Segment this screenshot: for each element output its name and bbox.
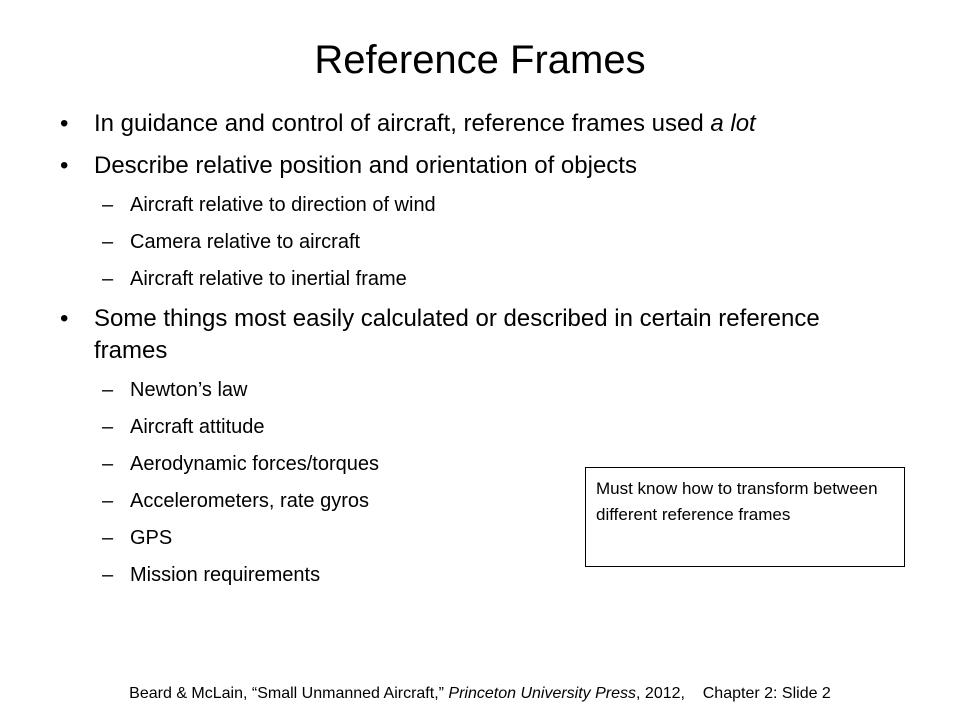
slide-title: Reference Frames xyxy=(314,38,646,82)
sub-bullet-item: – Accelerometers, rate gyros xyxy=(60,488,880,515)
sub-bullet-item: – Aerodynamic forces/torques xyxy=(60,451,880,478)
sub-bullet-text: Aerodynamic forces/torques xyxy=(130,453,380,475)
sub-bullet-item: – Aircraft attitude xyxy=(60,414,880,441)
sub-bullet-text: Mission requirements xyxy=(130,564,321,586)
bullet-text: Some things most easily calculated or de… xyxy=(94,305,820,364)
sub-bullet-text: Accelerometers, rate gyros xyxy=(130,490,369,512)
bullet-marker: • xyxy=(60,110,69,137)
sub-bullet-item: – Aircraft relative to inertial frame xyxy=(60,266,880,293)
dash-marker: – xyxy=(102,379,114,401)
sub-bullet-text: Aircraft relative to direction of wind xyxy=(130,194,436,216)
sub-bullet-text: Newton’s law xyxy=(130,379,248,401)
bullet-text: Describe relative position and orientati… xyxy=(94,152,637,179)
dash-marker: – xyxy=(102,231,114,253)
dash-marker: – xyxy=(102,268,114,290)
slide-content: • In guidance and control of aircraft, r… xyxy=(60,108,880,589)
dash-marker: – xyxy=(102,564,114,586)
sub-bullet-text: Aircraft attitude xyxy=(130,416,265,438)
footer-slide-number: Chapter 2: Slide 2 xyxy=(702,685,831,702)
bullet-item: • Describe relative position and orienta… xyxy=(60,150,880,182)
sub-bullet-text: Camera relative to aircraft xyxy=(130,231,361,253)
footer-citation: Beard & McLain, “Small Unmanned Aircraft… xyxy=(129,685,449,702)
footer-publisher: Princeton University Press xyxy=(448,685,637,702)
sub-bullet-item: – Newton’s law xyxy=(60,377,880,404)
sub-bullet-item: – Mission requirements xyxy=(60,562,880,589)
dash-marker: – xyxy=(102,416,114,438)
sub-bullet-item: – Aircraft relative to direction of wind xyxy=(60,192,880,219)
bullet-emphasis: a lot xyxy=(710,110,756,137)
footer-year: , 2012, xyxy=(636,685,685,702)
dash-marker: – xyxy=(102,194,114,216)
sub-bullet-item: – GPS xyxy=(60,525,880,552)
sub-bullet-item: – Camera relative to aircraft xyxy=(60,229,880,256)
dash-marker: – xyxy=(102,453,114,475)
dash-marker: – xyxy=(102,490,114,512)
sub-bullet-text: Aircraft relative to inertial frame xyxy=(130,268,407,290)
bullet-marker: • xyxy=(60,305,69,332)
bullet-text: In guidance and control of aircraft, ref… xyxy=(94,110,711,137)
dash-marker: – xyxy=(102,527,114,549)
bullet-item: • Some things most easily calculated or … xyxy=(60,303,880,367)
slide-footer: Beard & McLain, “Small Unmanned Aircraft… xyxy=(0,684,960,704)
bullet-item: • In guidance and control of aircraft, r… xyxy=(60,108,880,140)
sub-bullet-text: GPS xyxy=(130,527,173,549)
bullet-marker: • xyxy=(60,152,69,179)
callout-box: Must know how to transform between diffe… xyxy=(585,467,905,567)
